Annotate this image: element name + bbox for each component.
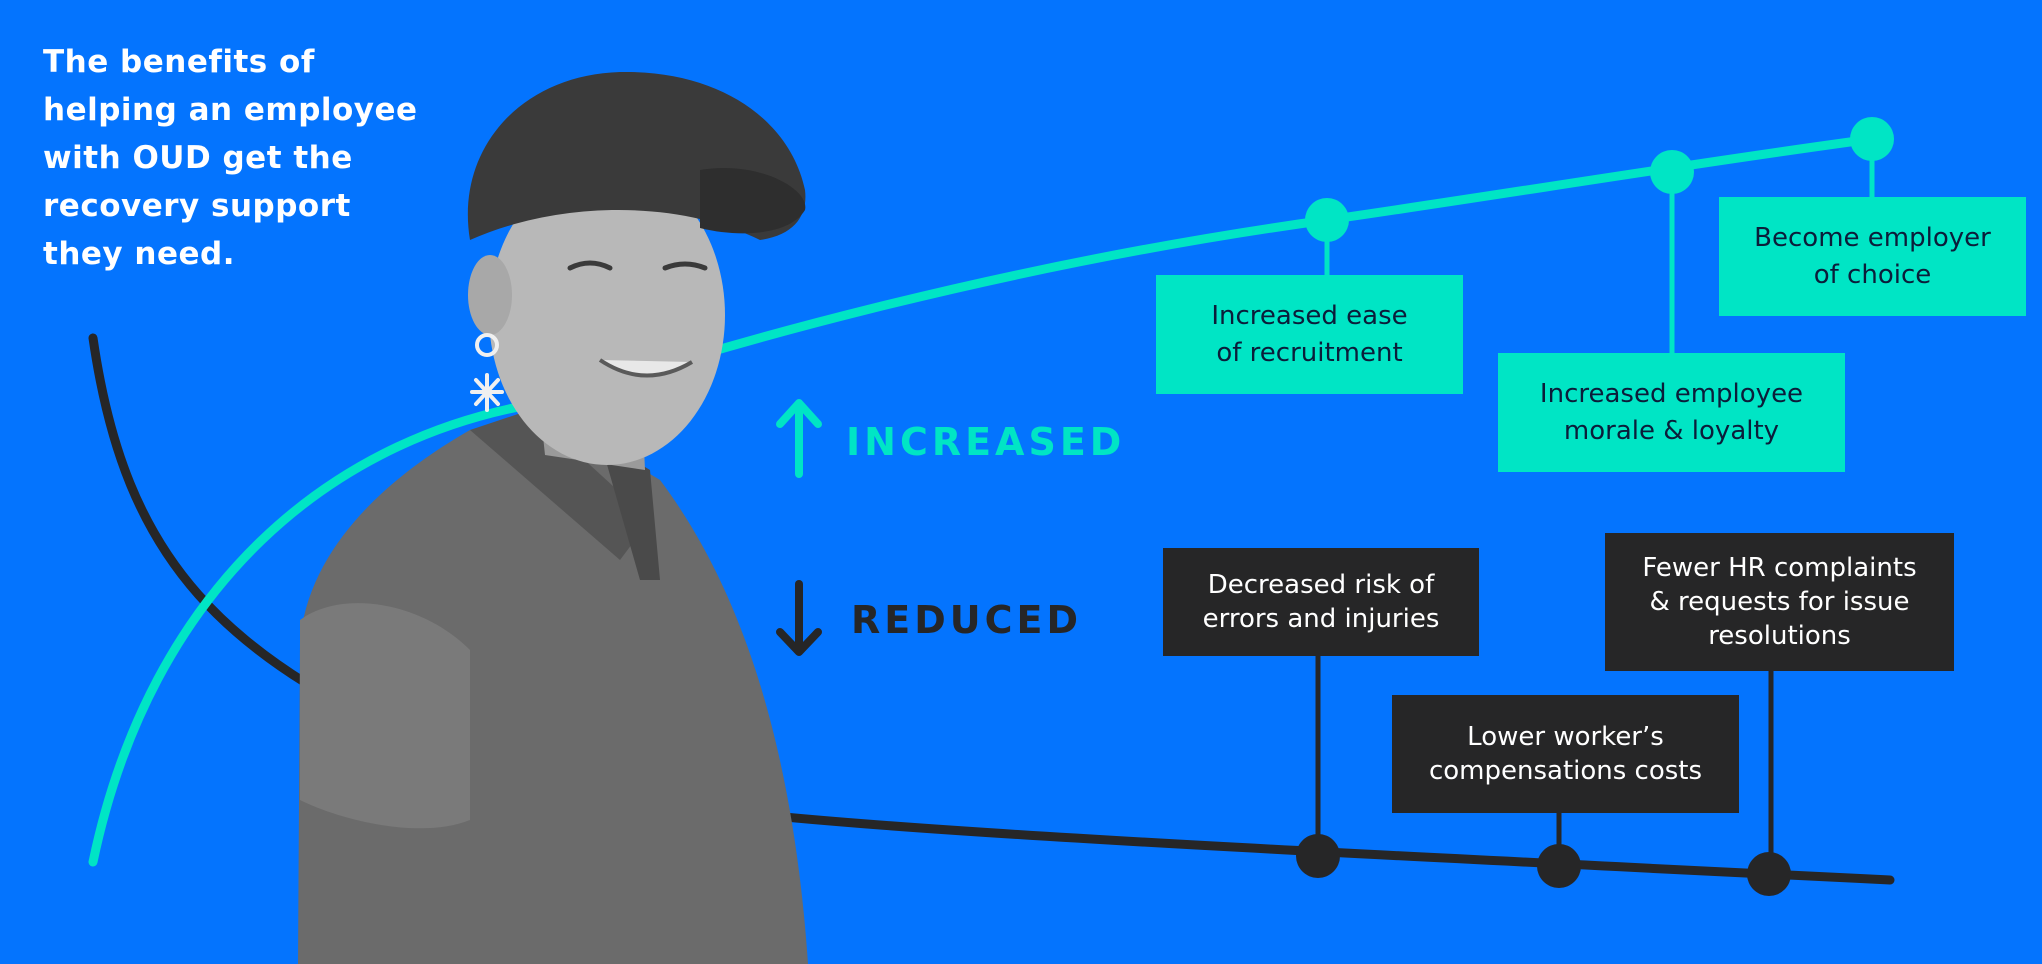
- box-text-line: errors and injuries: [1202, 604, 1440, 634]
- headline-line: The benefits of: [43, 44, 315, 80]
- box-text-line: morale & loyalty: [1563, 415, 1780, 446]
- benefit-box-hr-complaints: Fewer HR complaints & requests for issue…: [1605, 533, 1954, 671]
- increased-point: [1305, 198, 1349, 242]
- headline-line: with OUD get the: [43, 140, 353, 176]
- benefit-box-recruitment: Increased ease of recruitment: [1156, 275, 1463, 394]
- box-text-line: of recruitment: [1216, 337, 1403, 368]
- increased-point: [1650, 150, 1694, 194]
- reduced-point: [1747, 852, 1791, 896]
- reduced-point: [1296, 834, 1340, 878]
- box-text-line: Increased ease: [1211, 300, 1408, 331]
- box-text-line: Lower worker’s: [1467, 722, 1664, 752]
- benefit-box-errors-injuries: Decreased risk of errors and injuries: [1163, 548, 1479, 656]
- arrow-down-icon: [776, 580, 822, 656]
- box-text-line: Fewer HR complaints: [1642, 553, 1917, 583]
- box-text-line: Increased employee: [1539, 378, 1804, 409]
- box-text-line: of choice: [1813, 259, 1932, 290]
- benefit-box-employer-of-choice: Become employer of choice: [1719, 197, 2026, 316]
- arrow-up-icon: [776, 399, 822, 478]
- benefit-box-compensation-costs: Lower worker’s compensations costs: [1392, 695, 1739, 813]
- increased-curve: [88, 134, 1877, 867]
- legend-increased: INCREASED: [846, 420, 1126, 464]
- legend-reduced: REDUCED: [851, 598, 1083, 642]
- headline-line: they need.: [43, 236, 235, 272]
- box-text-line: resolutions: [1708, 621, 1851, 651]
- headline-line: recovery support: [43, 188, 351, 224]
- headline-line: helping an employee: [43, 92, 418, 128]
- headline: The benefits of helping an employee with…: [43, 38, 463, 278]
- benefit-box-morale: Increased employee morale & loyalty: [1498, 353, 1845, 472]
- reduced-point: [1537, 844, 1581, 888]
- box-text-line: Become employer: [1754, 222, 1991, 253]
- box-text-line: compensations costs: [1428, 756, 1703, 786]
- increased-point: [1850, 117, 1894, 161]
- box-text-line: Decreased risk of: [1207, 570, 1435, 600]
- employee-photo: [298, 71, 808, 964]
- box-text-line: & requests for issue: [1649, 587, 1910, 617]
